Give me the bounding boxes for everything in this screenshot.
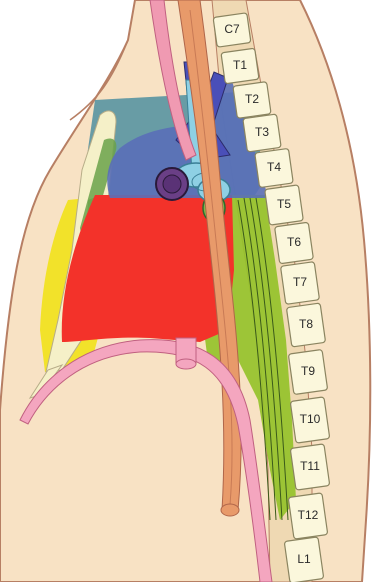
vertebra-label: C7 [224,22,240,36]
vertebra-label: T5 [277,197,291,211]
vertebra-label: T11 [300,459,320,473]
vertebra-t11: T11 [290,444,330,490]
vertebra-t8: T8 [286,303,325,347]
vertebra-label: T10 [300,412,321,426]
vertebra-t1: T1 [221,48,259,84]
vertebra-label: T4 [267,160,281,174]
vertebra-label: T7 [293,275,307,289]
vertebra-label: T3 [255,125,269,139]
vertebra-label: T1 [233,58,247,72]
vertebra-label: T12 [298,508,319,522]
vertebra-t5: T5 [265,185,304,225]
vertebra-t9: T9 [288,349,327,394]
vertebra-l1: L1 [284,537,324,582]
vertebra-t6: T6 [275,222,314,264]
vertebra-label: T8 [299,317,313,331]
vertebra-t12: T12 [288,493,328,539]
vertebra-label: L1 [297,552,311,566]
vertebra-label: T9 [301,364,315,378]
vertebra-t4: T4 [255,148,294,187]
vertebra-label: T6 [287,235,301,249]
inferior-vena-cava [176,338,196,369]
aortic-arch [156,168,188,200]
vertebra-label: T2 [245,92,259,106]
vertebra-t7: T7 [280,262,319,305]
vertebra-c7: C7 [213,13,251,47]
vertebra-t10: T10 [290,397,330,443]
vertebra-t2: T2 [233,82,271,119]
esophagus-end [221,504,239,516]
vertebra-t3: T3 [243,114,281,152]
